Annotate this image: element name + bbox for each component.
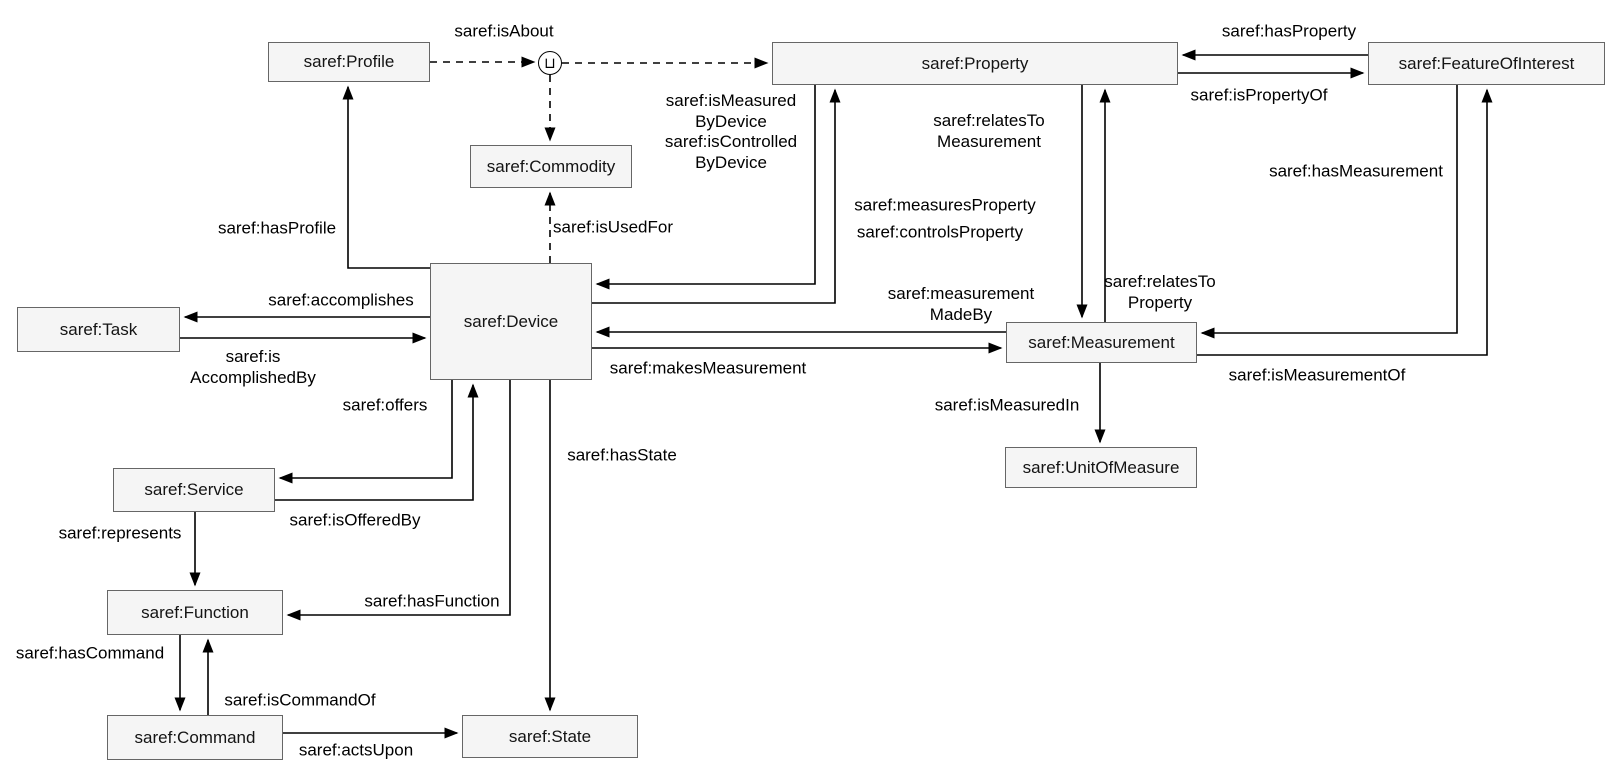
edge-has-function-arrow <box>286 380 511 621</box>
node-label: saref:Task <box>59 319 138 339</box>
node-label: saref:Commodity <box>486 156 616 176</box>
edge-label-is-about: saref:isAbout <box>454 21 554 41</box>
node-saref-function: saref:Function <box>107 590 283 635</box>
node-label: saref:Command <box>134 727 256 747</box>
edge-label-has-profile: saref:hasProfile <box>217 218 337 238</box>
edge-label-is-measurement-of: saref:isMeasurementOf <box>1228 365 1406 385</box>
edge-label-has-state: saref:hasState <box>567 445 677 465</box>
node-saref-service: saref:Service <box>113 468 275 512</box>
union-operator-node: ⊔ <box>538 51 562 75</box>
edge-label-is-property-of: saref:isPropertyOf <box>1190 85 1328 105</box>
node-label: saref:Measurement <box>1028 332 1175 352</box>
node-label: saref:UnitOfMeasure <box>1022 457 1180 477</box>
edge-offers-arrow <box>278 380 453 484</box>
node-label: saref:FeatureOfInterest <box>1398 53 1575 73</box>
node-saref-state: saref:State <box>462 715 638 758</box>
node-saref-unit-of-measure: saref:UnitOfMeasure <box>1005 447 1197 488</box>
edge-label-has-command: saref:hasCommand <box>15 643 165 663</box>
edge-measures-controls-property-arrow <box>592 88 841 304</box>
edge-label-is-used-for: saref:isUsedFor <box>553 217 673 237</box>
edge-label-accomplishes: saref:accomplishes <box>268 290 414 310</box>
node-saref-measurement: saref:Measurement <box>1006 322 1197 363</box>
edge-is-offered-by-arrow <box>275 383 479 501</box>
edge-label-has-function: saref:hasFunction <box>364 591 500 611</box>
edge-label-makes-measurement: saref:makesMeasurement <box>609 358 807 378</box>
edge-has-measurement-arrow <box>1200 85 1458 339</box>
edge-label-is-controlled-by-device: saref:isControlled ByDevice <box>664 131 798 172</box>
node-saref-property: saref:Property <box>772 42 1178 85</box>
edge-label-is-measured-by-device: saref:isMeasured ByDevice <box>665 90 797 131</box>
edge-label-is-offered-by: saref:isOfferedBy <box>289 510 421 530</box>
node-saref-task: saref:Task <box>17 307 180 352</box>
edge-label-measures-property: saref:measuresProperty <box>854 195 1036 215</box>
node-label: saref:Service <box>144 480 244 499</box>
edge-label-has-measurement: saref:hasMeasurement <box>1269 161 1443 181</box>
edge-label-relates-to-property: saref:relatesTo Property <box>1104 271 1216 312</box>
edge-label-relates-to-measurement: saref:relatesTo Measurement <box>933 110 1045 151</box>
node-label: saref:Property <box>921 53 1029 73</box>
edge-is-measurement-of-arrow <box>1197 88 1493 356</box>
edge-label-offers: saref:offers <box>342 395 428 415</box>
edge-label-acts-upon: saref:actsUpon <box>298 740 414 760</box>
node-label: saref:Profile <box>303 52 395 71</box>
node-saref-device: saref:Device <box>430 263 592 380</box>
edge-has-profile-arrow <box>342 85 430 269</box>
node-saref-command: saref:Command <box>107 715 283 760</box>
edge-label-is-accomplished-by: saref:is AccomplishedBy <box>190 346 316 387</box>
node-label: saref:State <box>508 726 592 746</box>
node-label: saref:Function <box>141 602 249 622</box>
edge-label-represents: saref:represents <box>58 523 182 543</box>
edge-is-measured-controlled-by-device-arrow <box>595 85 816 290</box>
edge-label-has-property: saref:hasProperty <box>1221 21 1357 41</box>
node-saref-commodity: saref:Commodity <box>470 145 632 188</box>
node-saref-feature-of-interest: saref:FeatureOfInterest <box>1368 42 1605 85</box>
union-symbol: ⊔ <box>544 54 556 72</box>
edge-label-is-command-of: saref:isCommandOf <box>224 690 376 710</box>
node-saref-profile: saref:Profile <box>268 42 430 82</box>
edge-label-is-measured-in: saref:isMeasuredIn <box>934 395 1080 415</box>
node-label: saref:Device <box>463 311 559 331</box>
edge-label-measurement-made-by: saref:measurement MadeBy <box>887 283 1035 324</box>
edge-label-controls-property: saref:controlsProperty <box>856 222 1024 242</box>
